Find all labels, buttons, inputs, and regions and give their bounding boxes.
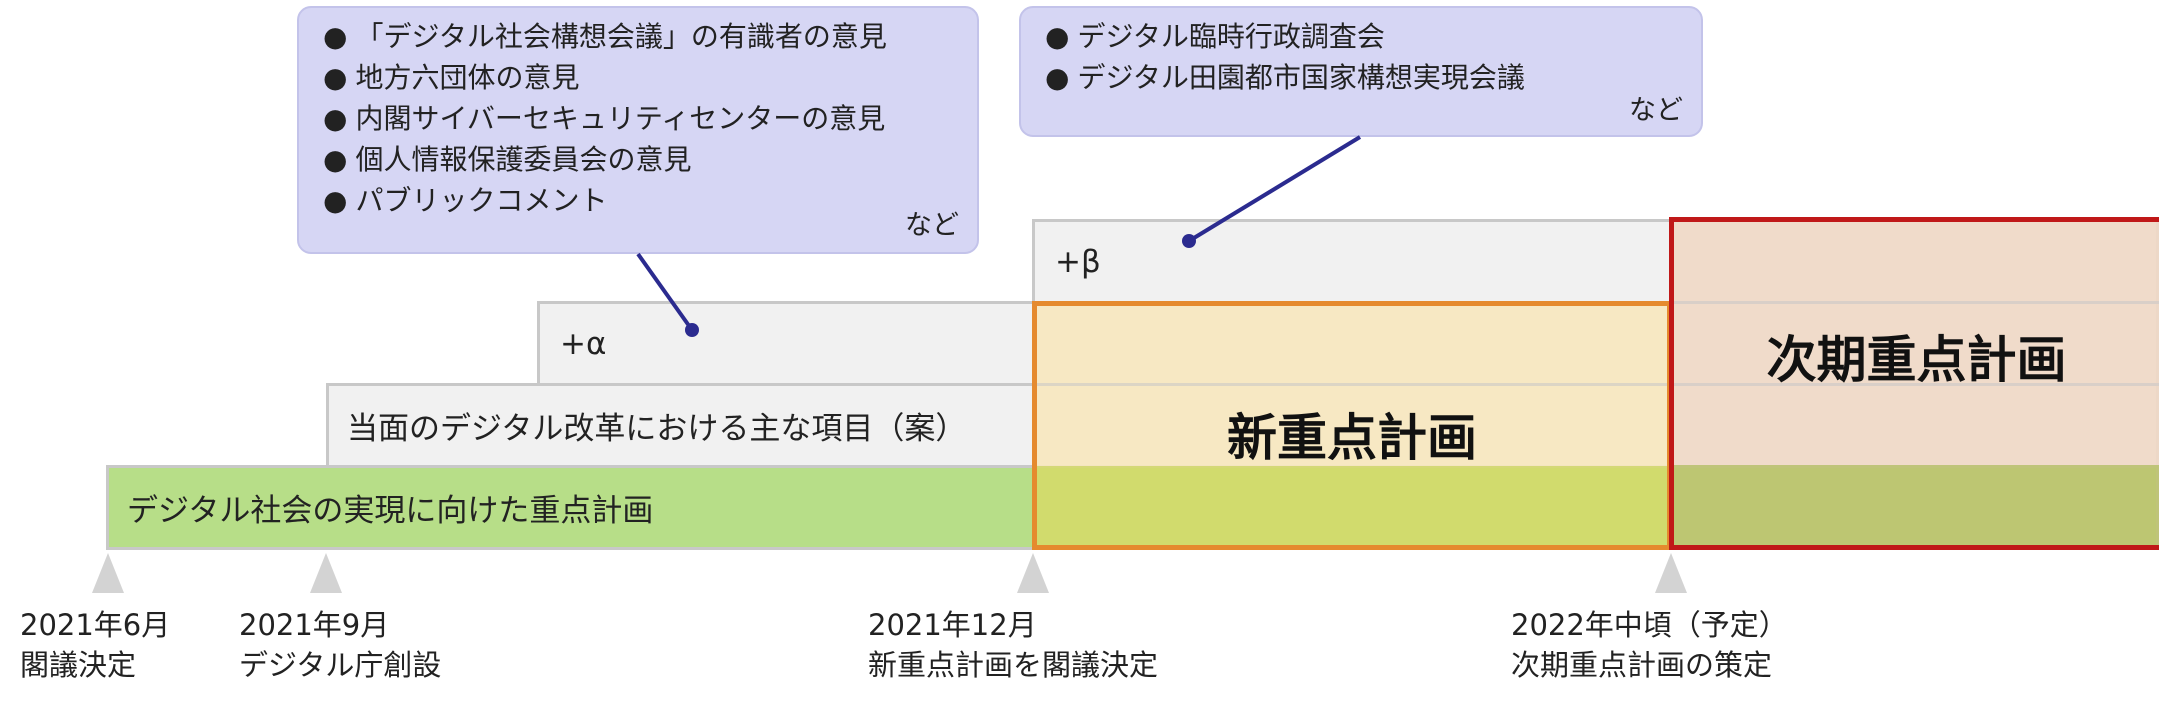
- callout-left-list: 「デジタル社会構想会議」の有識者の意見 地方六団体の意見 内閣サイバーセキュリテ…: [323, 16, 977, 221]
- new-plan-box: 新重点計画: [1032, 301, 1672, 550]
- milestone-marker-icon: [92, 553, 124, 593]
- milestone-label: 2022年中頃（予定） 次期重点計画の策定: [1511, 605, 1788, 685]
- connector-right: [1187, 135, 1362, 243]
- milestone-date: 2021年6月: [20, 608, 171, 642]
- connector-right-dot: [1182, 234, 1196, 248]
- connector-left-dot: [685, 323, 699, 337]
- list-item: 地方六団体の意見: [323, 57, 977, 98]
- new-plan-title: 新重点計画: [1227, 409, 1477, 467]
- milestone-marker-icon: [310, 553, 342, 593]
- milestone-label: 2021年9月 デジタル庁創設: [239, 605, 441, 685]
- callout-left-suffix: など: [905, 210, 959, 241]
- next-plan-title: 次期重点計画: [1766, 331, 2067, 389]
- callout-right-list: デジタル臨時行政調査会 デジタル田園都市国家構想実現会議: [1045, 16, 1701, 98]
- alpha-label: +α: [560, 325, 607, 362]
- milestone-label: 2021年6月 閣議決定: [20, 605, 170, 685]
- milestone-event: デジタル庁創設: [239, 648, 442, 682]
- current-plan-label: デジタル社会の実現に向けた重点計画: [127, 493, 654, 529]
- milestone-marker-icon: [1017, 553, 1049, 593]
- list-item: 個人情報保護委員会の意見: [323, 139, 977, 180]
- list-item: 内閣サイバーセキュリティセンターの意見: [323, 98, 977, 139]
- milestone-label: 2021年12月 新重点計画を閣議決定: [868, 605, 1158, 685]
- callout-box-right: デジタル臨時行政調査会 デジタル田園都市国家構想実現会議 など: [1019, 6, 1703, 137]
- connector-left: [636, 252, 694, 332]
- next-plan-box: 次期重点計画: [1669, 217, 2159, 550]
- beta-label: +β: [1055, 243, 1101, 280]
- callout-right-suffix: など: [1629, 95, 1683, 126]
- items-label: 当面のデジタル改革における主な項目（案）: [347, 411, 967, 447]
- list-item: 「デジタル社会構想会議」の有識者の意見: [323, 16, 977, 57]
- milestone-date: 2021年12月: [868, 608, 1037, 642]
- callout-box-left: 「デジタル社会構想会議」の有識者の意見 地方六団体の意見 内閣サイバーセキュリテ…: [297, 6, 979, 254]
- list-item: デジタル田園都市国家構想実現会議: [1045, 57, 1701, 98]
- list-item: パブリックコメント: [323, 180, 977, 221]
- list-item: デジタル臨時行政調査会: [1045, 16, 1701, 57]
- milestone-event: 次期重点計画の策定: [1511, 648, 1773, 682]
- milestone-date: 2021年9月: [239, 608, 390, 642]
- milestone-event: 新重点計画を閣議決定: [868, 648, 1159, 682]
- milestone-event: 閣議決定: [20, 648, 137, 682]
- milestone-marker-icon: [1655, 553, 1687, 593]
- milestone-date: 2022年中頃（予定）: [1511, 608, 1788, 642]
